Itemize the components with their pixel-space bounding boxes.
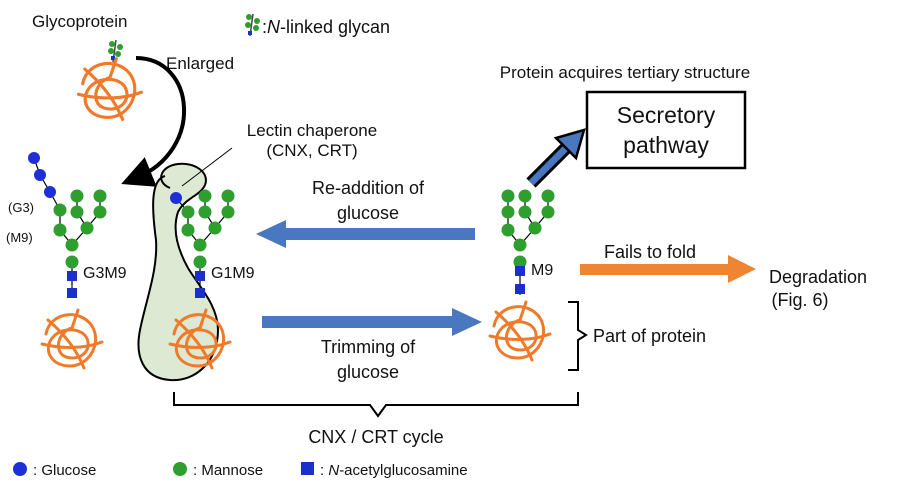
glucose-icon	[13, 462, 27, 476]
m9-bracket-label: (M9)	[6, 230, 33, 245]
secretory-arrow	[526, 128, 586, 188]
g1m9-label: G1M9	[211, 265, 255, 282]
glucose-icon	[44, 186, 56, 198]
glucose-icon	[34, 169, 46, 181]
readdition-label: Re-addition of	[312, 178, 425, 198]
secretory-pathway-sublabel: pathway	[623, 132, 709, 158]
glucose-icon	[28, 152, 40, 164]
cycle-bracket	[173, 392, 579, 418]
lectin-chaperone-sublabel: (CNX, CRT)	[266, 141, 357, 160]
lectin-pointer-line	[181, 147, 233, 187]
degradation-arrow	[580, 255, 756, 283]
protein-icon-top	[76, 57, 144, 122]
degradation-sublabel: (Fig. 6)	[771, 290, 828, 310]
secretory-pathway-box	[585, 90, 747, 170]
lectin-chaperone-shape	[137, 162, 220, 382]
n-linked-glycan-icon	[245, 13, 260, 37]
secretory-pathway-label: Secretory	[617, 102, 716, 128]
legend-mannose-label: : Mannose	[193, 462, 263, 479]
glycoprotein-label: Glycoprotein	[32, 12, 127, 31]
mannose-icon	[173, 462, 187, 476]
g3m9-label: G3M9	[83, 265, 127, 282]
enlarged-label: Enlarged	[166, 54, 234, 73]
trimming-arrow	[262, 308, 482, 336]
trimming-label: Trimming of	[321, 337, 416, 357]
legend-glucose-label: : Glucose	[33, 462, 96, 479]
glucose-icon	[170, 192, 182, 204]
m9-glycoprotein	[488, 189, 555, 362]
m9-label: M9	[531, 262, 553, 279]
readdition-sublabel: glucose	[337, 203, 399, 223]
trimming-sublabel: glucose	[337, 362, 399, 382]
part-of-protein-bracket	[568, 301, 588, 371]
readdition-arrow	[256, 220, 475, 248]
g3m9-glycoprotein	[28, 152, 107, 370]
legend: : Glucose : Mannose : N-acetylglucosamin…	[13, 462, 468, 479]
enlarged-arrow	[121, 56, 186, 187]
g3-label: (G3)	[8, 200, 34, 215]
legend-glcnac-label: : N-acetylglucosamine	[320, 462, 468, 479]
tertiary-structure-label: Protein acquires tertiary structure	[500, 63, 750, 82]
glcnac-icon	[301, 462, 314, 475]
lectin-chaperone-label: Lectin chaperone	[247, 121, 377, 140]
small-glycan-icon	[108, 39, 123, 63]
fails-to-fold-label: Fails to fold	[604, 242, 696, 262]
degradation-label: Degradation	[769, 267, 867, 287]
n-linked-glycan-label: :N-linked glycan	[262, 17, 390, 37]
cycle-label: CNX / CRT cycle	[308, 427, 443, 447]
part-of-protein-label: Part of protein	[593, 326, 706, 346]
g1m9-glycoprotein	[168, 189, 235, 370]
